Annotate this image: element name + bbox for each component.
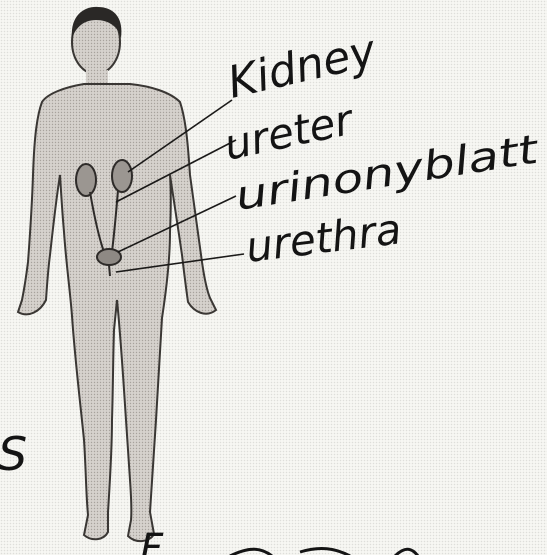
margin-mark-bottom: F xyxy=(140,526,164,555)
bottom-pen-stroke xyxy=(230,549,418,555)
human-body-figure xyxy=(18,7,216,541)
label-kidney: Kidney xyxy=(223,25,382,109)
body-silhouette xyxy=(18,84,216,541)
urethra-shape xyxy=(109,265,110,276)
margin-mark-left: S xyxy=(0,427,27,481)
left-kidney-shape xyxy=(76,164,96,196)
right-kidney-shape xyxy=(112,160,132,192)
bladder-shape xyxy=(97,249,121,265)
